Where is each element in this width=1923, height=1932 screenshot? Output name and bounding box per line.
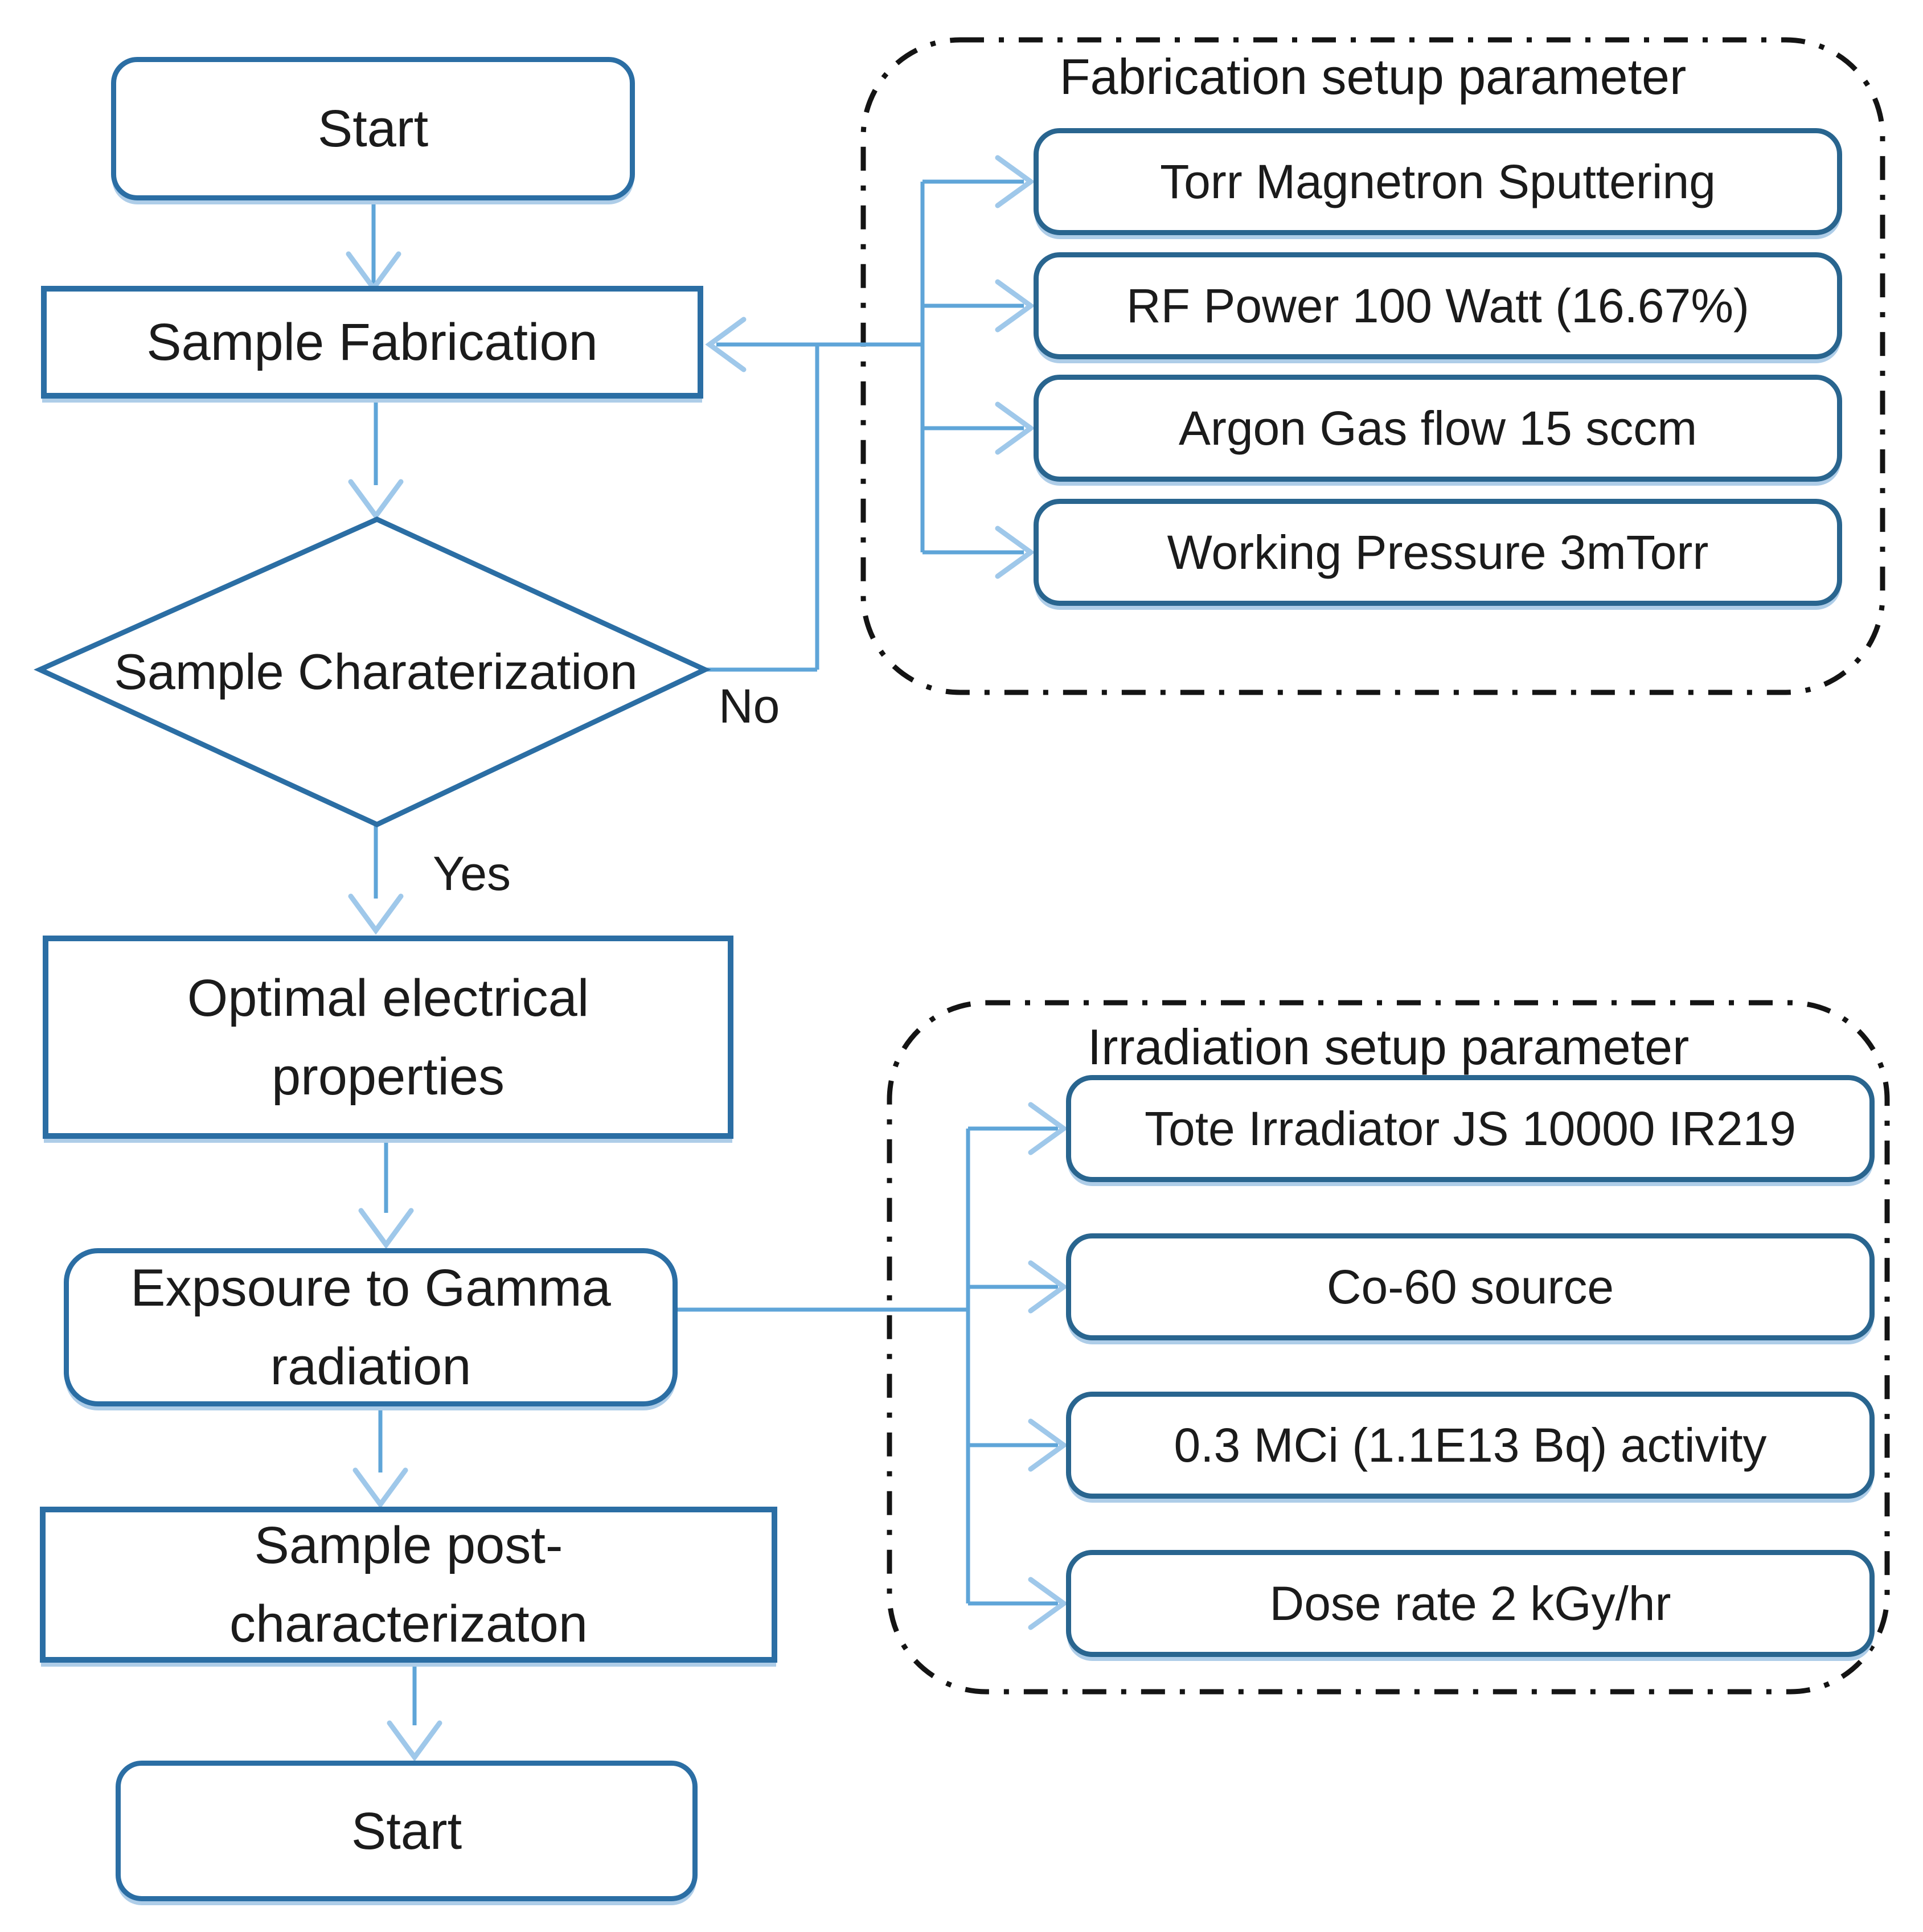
arrow-down-icon <box>352 1467 408 1509</box>
node-label-line1: Sample post- <box>254 1516 563 1574</box>
arrow-down-icon <box>348 479 404 520</box>
node-start: Start <box>111 57 635 200</box>
fabrication-param-working-pressure: Working Pressure 3mTorr <box>1034 499 1842 606</box>
arrow-right-icon <box>995 401 1035 455</box>
branch-label-no: No <box>719 679 780 733</box>
arrow-down-icon <box>358 1208 414 1249</box>
node-sample-fabrication: Sample Fabrication <box>41 286 703 399</box>
connector-lines <box>371 179 1058 1725</box>
arrow-right-icon <box>1028 1577 1068 1630</box>
node-optimal-electrical-properties: Optimal electrical properties <box>43 936 733 1139</box>
node-label-line2: characterizaton <box>229 1595 588 1653</box>
arrow-right-icon <box>995 526 1035 579</box>
irradiation-param-source: Co-60 source <box>1066 1233 1875 1340</box>
irradiation-param-dose-rate: Dose rate 2 kGy/hr <box>1066 1550 1875 1657</box>
node-label: Start <box>351 1802 462 1860</box>
node-start-end: Start <box>116 1761 698 1901</box>
arrow-right-icon <box>1028 1102 1068 1155</box>
fabrication-param-sputtering: Torr Magnetron Sputtering <box>1034 128 1842 235</box>
node-label: Start <box>317 100 429 158</box>
node-label-line1: Optimal electrical <box>187 969 589 1027</box>
arrow-right-icon <box>995 279 1035 333</box>
fabrication-param-argon-flow: Argon Gas flow 15 sccm <box>1034 375 1842 482</box>
arrow-down-icon <box>387 1720 442 1762</box>
arrow-down-icon <box>348 893 404 935</box>
irradiation-param-activity: 0.3 MCi (1.1E13 Bq) activity <box>1066 1392 1875 1499</box>
fabrication-param-rf-power: RF Power 100 Watt (16.67%) <box>1034 252 1842 359</box>
node-label-line1: Expsoure to Gamma <box>130 1259 611 1317</box>
node-sample-post-characterization: Sample post- characterizaton <box>40 1507 777 1663</box>
irradiation-panel-title: Irradiation setup parameter <box>1087 1019 1690 1075</box>
arrow-left-icon <box>705 317 747 372</box>
node-label-line2: radiation <box>270 1338 471 1396</box>
branch-label-yes: Yes <box>433 847 511 900</box>
node-exposure-to-gamma: Expsoure to Gamma radiation <box>64 1248 678 1406</box>
arrow-right-icon <box>995 155 1035 208</box>
node-label: Sample Fabrication <box>146 313 598 371</box>
arrow-right-icon <box>1028 1418 1068 1472</box>
arrow-right-icon <box>1028 1260 1068 1314</box>
irradiation-param-irradiator: Tote Irradiator JS 10000 IR219 <box>1066 1075 1875 1182</box>
fabrication-panel-title: Fabrication setup parameter <box>1059 48 1687 105</box>
fabrication-panel-border <box>860 37 1885 695</box>
decision-diamond <box>34 516 711 827</box>
irradiation-panel-border <box>887 1000 1890 1695</box>
decision-label: Sample Charaterization <box>114 643 638 700</box>
node-label-line2: properties <box>271 1047 505 1106</box>
